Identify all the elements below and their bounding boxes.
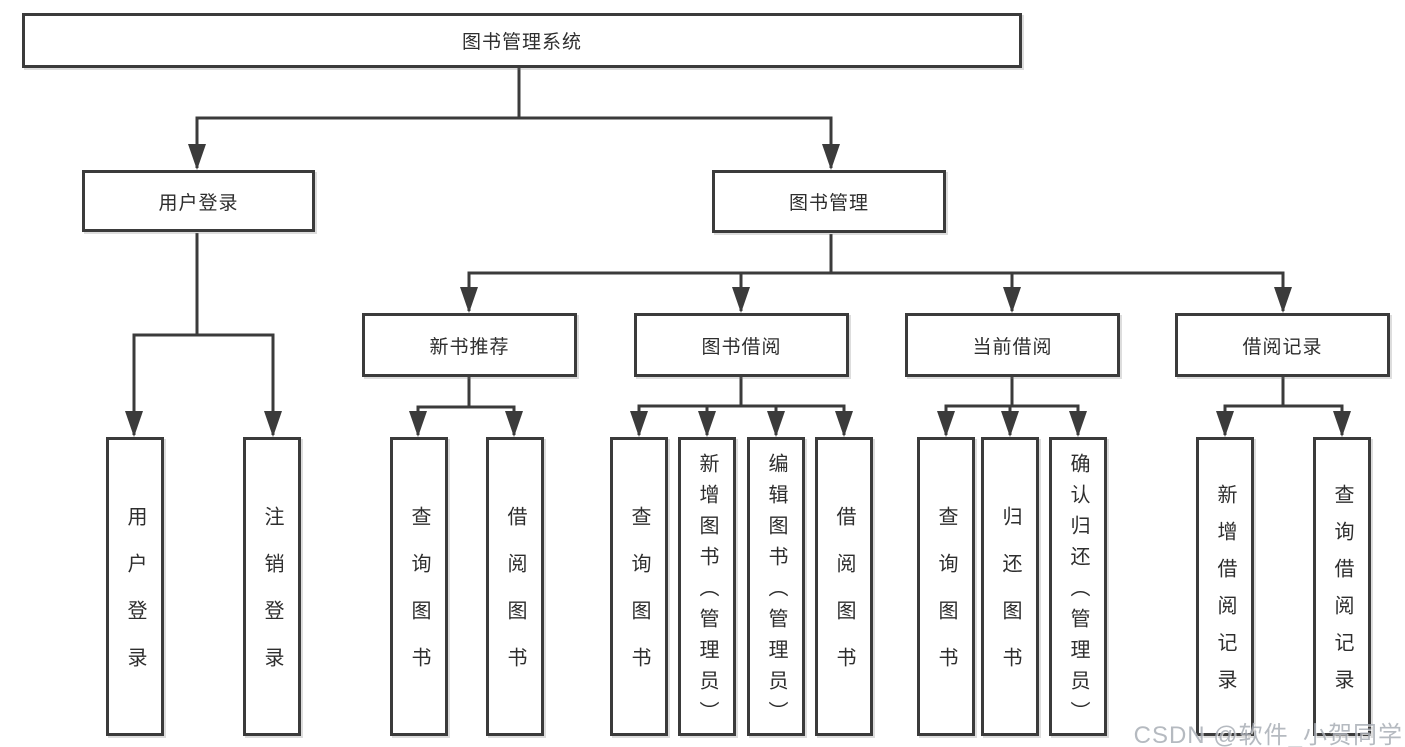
leaf-query-borrow-record: 查询借阅记录	[1313, 437, 1371, 736]
leaf-edit-books-admin: 编辑图书（管理员）	[747, 437, 805, 736]
leaf-label: 查询借阅记录	[1331, 484, 1353, 706]
leaf-add-borrow-record: 新增借阅记录	[1196, 437, 1254, 736]
leaf-query-books-recommend: 查询图书	[390, 437, 448, 736]
csdn-watermark: CSDN @软件_小贺同学	[1133, 722, 1403, 747]
node-book-management: 图书管理	[712, 170, 946, 233]
leaf-label: 归还图书	[999, 506, 1021, 694]
node-label: 图书借阅	[701, 336, 782, 358]
leaf-label: 查询图书	[628, 506, 650, 694]
leaf-label: 新增借阅记录	[1214, 484, 1236, 706]
leaf-confirm-return-admin: 确认归还（管理员）	[1049, 437, 1107, 736]
leaf-label: 查询图书	[408, 506, 430, 694]
leaf-label: 查询图书	[935, 506, 957, 694]
leaf-label: 用户登录	[124, 506, 146, 694]
leaf-label: 注销登录	[261, 506, 283, 694]
node-label: 当前借阅	[972, 336, 1053, 358]
node-label: 借阅记录	[1242, 336, 1323, 358]
leaf-query-books-current: 查询图书	[917, 437, 975, 736]
leaf-return-books: 归还图书	[981, 437, 1039, 736]
leaf-label: 确认归还（管理员）	[1067, 452, 1089, 732]
node-user-login: 用户登录	[82, 170, 315, 232]
node-library-management-system: 图书管理系统	[22, 13, 1022, 68]
leaf-query-books-borrowing: 查询图书	[610, 437, 668, 736]
node-new-book-recommendation: 新书推荐	[362, 313, 577, 377]
node-label: 新书推荐	[429, 336, 510, 358]
node-current-borrowing: 当前借阅	[905, 313, 1120, 377]
node-borrowing-records: 借阅记录	[1175, 313, 1390, 377]
leaf-borrow-books: 借阅图书	[815, 437, 873, 736]
leaf-user-login: 用户登录	[106, 437, 164, 736]
node-book-borrowing: 图书借阅	[634, 313, 849, 377]
node-label: 用户登录	[158, 192, 239, 214]
node-label: 图书管理系统	[461, 32, 582, 53]
leaf-label: 借阅图书	[833, 506, 855, 694]
leaf-add-books-admin: 新增图书（管理员）	[678, 437, 736, 736]
leaf-label: 借阅图书	[504, 506, 526, 694]
leaf-label: 新增图书（管理员）	[696, 452, 718, 732]
node-label: 图书管理	[788, 193, 869, 214]
leaf-borrow-books-recommend: 借阅图书	[486, 437, 544, 736]
leaf-logout: 注销登录	[243, 437, 301, 736]
leaf-label: 编辑图书（管理员）	[765, 452, 787, 732]
